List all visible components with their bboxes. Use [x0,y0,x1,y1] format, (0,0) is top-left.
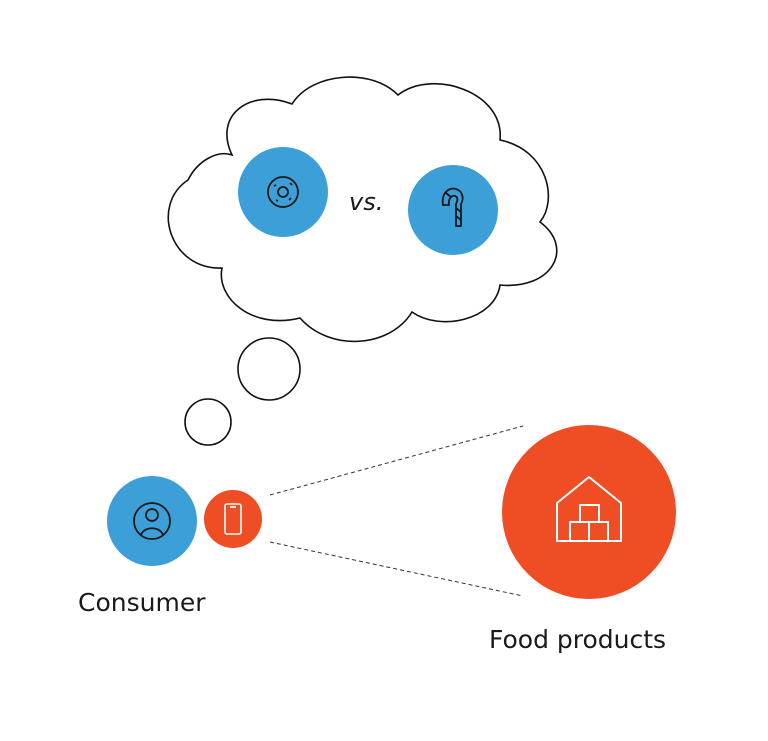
thought-cloud [167,76,558,343]
phone-icon [224,503,242,535]
thought-bubble-small [184,398,232,446]
consumer-label: Consumer [78,588,206,617]
connector-top [269,425,524,496]
user-icon [133,502,171,540]
house-boxes-icon [556,476,622,542]
connector-bottom [269,541,524,597]
thought-bubble-large [237,337,301,401]
food-products-label: Food products [489,625,667,654]
donut-icon [267,176,299,208]
candy-circle [408,165,498,255]
food-circle [502,425,676,599]
donut-circle [238,147,328,237]
candy-cane-icon [441,187,464,227]
device-circle [204,490,262,548]
comparison-text: vs. [349,188,384,216]
